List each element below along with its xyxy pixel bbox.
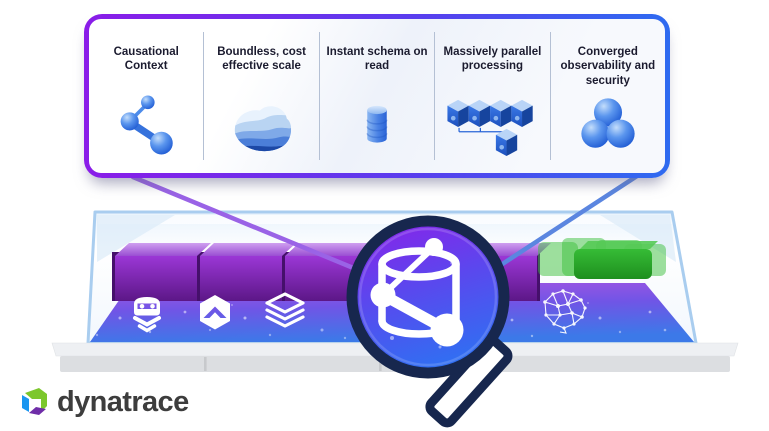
- connector-right: [484, 173, 640, 277]
- floor-sparkles: [95, 302, 682, 340]
- release-hexagon-icon: [200, 295, 230, 330]
- ai-brain-icon: [543, 289, 587, 334]
- boundless-landscape-icon: [228, 91, 296, 158]
- magnifier: [346, 215, 513, 428]
- feature-panel: Causational Context Boundless, cost effe…: [84, 14, 670, 178]
- green-blocks: [538, 238, 666, 279]
- layers-icon: [265, 292, 305, 328]
- logo-text: dynatrace: [57, 385, 189, 418]
- feature-label: Converged observability and security: [560, 46, 656, 87]
- feature-parallel-processing: Massively parallel processing: [434, 32, 549, 160]
- feature-causational-context: Causational Context: [89, 32, 203, 160]
- connector-left: [130, 174, 383, 282]
- threat-hacker-icon: [133, 297, 161, 333]
- dynatrace-cube-icon: [22, 388, 47, 415]
- feature-boundless-scale: Boundless, cost effective scale: [203, 32, 318, 160]
- feature-label: Massively parallel processing: [443, 46, 542, 73]
- parallel-cubes-icon: [445, 91, 539, 158]
- dynatrace-logo: dynatrace: [14, 384, 189, 420]
- feature-label: Causational Context: [113, 46, 179, 73]
- platform-icons: [133, 289, 587, 334]
- database-cylinder-icon: [353, 91, 401, 158]
- feature-converged-observability: Converged observability and security: [549, 32, 665, 160]
- converged-spheres-icon: [577, 91, 639, 158]
- feature-instant-schema: Instant schema on read: [318, 32, 434, 160]
- database-graph-icon: [370, 238, 464, 347]
- molecule-link-icon: [117, 91, 175, 158]
- feature-label: Boundless, cost effective scale: [217, 46, 307, 73]
- feature-panel-body: Causational Context Boundless, cost effe…: [89, 19, 665, 173]
- feature-label: Instant schema on read: [326, 46, 428, 73]
